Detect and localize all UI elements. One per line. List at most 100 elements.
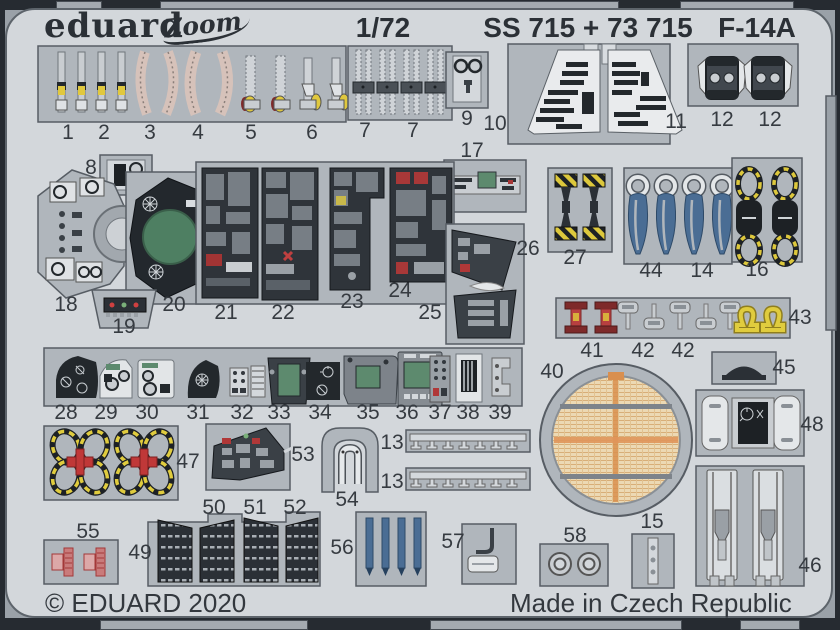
- fret-part-57: [461, 523, 517, 585]
- part-46-rail: [706, 469, 784, 587]
- part-number-label: 25: [418, 301, 442, 324]
- part-number-label: 43: [788, 306, 812, 329]
- part-38: [455, 353, 483, 403]
- part-33: [267, 357, 311, 405]
- part-27-strut: [554, 173, 606, 241]
- part-number-label: 26: [516, 237, 540, 260]
- part-28: [56, 356, 98, 398]
- fret-part-45: [711, 351, 777, 385]
- part-47-handle: [49, 428, 175, 496]
- part-1-2-belts: [55, 51, 128, 113]
- fret-part-27: [547, 167, 613, 253]
- part-number-label: 30: [135, 401, 159, 424]
- part-30: [137, 359, 175, 399]
- part-number-label: 42: [631, 339, 655, 362]
- part-number-label: 14: [690, 259, 714, 282]
- part-number-label: 20: [162, 293, 186, 316]
- part-5-6-belts: [241, 55, 350, 113]
- part-number-label: 18: [54, 293, 78, 316]
- part-23-panel: [329, 167, 385, 291]
- part-number-label: 57: [441, 530, 465, 553]
- part-number-label: 27: [563, 246, 587, 269]
- part-number-label: 23: [340, 290, 364, 313]
- part-29: [99, 359, 133, 399]
- part-52-panel: [243, 517, 279, 583]
- fret-part-58: [539, 543, 609, 587]
- part-number-label: 41: [580, 339, 604, 362]
- part-number-label: 13: [380, 470, 404, 493]
- part-number-label: 10: [483, 112, 507, 135]
- fret-part-46: [695, 465, 805, 587]
- fret-part-54: [321, 427, 379, 493]
- fret-part-19: [91, 289, 157, 329]
- part-number-label: 19: [112, 315, 136, 338]
- part-number-label: 54: [335, 488, 359, 511]
- scale-label: 1/72: [355, 12, 411, 43]
- fret-part-56: [355, 511, 427, 587]
- fret-parts-10-11: [507, 43, 683, 145]
- copyright-text: © EDUARD 2020: [45, 588, 247, 618]
- part-number-label: 7: [407, 119, 419, 142]
- part-number-label: 38: [456, 401, 480, 424]
- part-number-label: 51: [243, 496, 267, 519]
- part-number-label: 9: [461, 107, 473, 130]
- fret-part-17: [443, 159, 527, 213]
- fret-part-16: [731, 157, 803, 267]
- fret-parts-49-52: [147, 511, 321, 587]
- part-number-label: 40: [540, 360, 564, 383]
- fret-parts-13: [405, 429, 531, 491]
- brand-logo: eduard: [44, 6, 184, 46]
- part-number-label: 29: [94, 401, 118, 424]
- part-number-label: 44: [639, 259, 663, 282]
- origin-text: Made in Czech Republic: [510, 588, 792, 618]
- part-number-label: 11: [665, 110, 687, 133]
- part-37: [429, 355, 451, 403]
- sprue-rail: [825, 95, 837, 331]
- part-40-screen-disc: [539, 363, 693, 517]
- part-number-label: 24: [388, 279, 412, 302]
- fret-part-53: [205, 423, 297, 491]
- part-42-buckles: [617, 301, 741, 330]
- fret-parts-1-6: [37, 45, 350, 123]
- part-number-label: 15: [640, 510, 664, 533]
- product-code: SS 715 + 73 715: [483, 12, 693, 43]
- part-number-label: 21: [214, 301, 238, 324]
- part-number-label: 32: [230, 401, 254, 424]
- part-44-14-strap: [625, 173, 735, 255]
- fret-parts-21-24: [195, 161, 455, 305]
- sheet-edge-left: [0, 0, 5, 630]
- part-number-label: 33: [267, 401, 291, 424]
- fret-parts-25-26: [445, 223, 525, 345]
- part-number-label: 8: [85, 156, 97, 179]
- part-41-fitting: [564, 301, 618, 334]
- fret-parts-41-43: [555, 297, 791, 339]
- part-number-label: 45: [772, 356, 796, 379]
- part-number-label: 22: [271, 301, 295, 324]
- part-number-label: 37: [428, 401, 452, 424]
- part-11-straps: [612, 62, 666, 126]
- fret-parts-28-39: [43, 347, 523, 407]
- part-49-panel: [285, 517, 319, 583]
- part-number-label: 5: [245, 121, 257, 144]
- fret-parts-12: [687, 43, 799, 107]
- part-56-straps: [365, 517, 422, 576]
- part-number-label: 12: [758, 108, 782, 131]
- part-number-label: 13: [380, 431, 404, 454]
- fret-part-9: [445, 51, 489, 109]
- part-number-label: 6: [306, 121, 318, 144]
- part-number-label: 35: [356, 401, 380, 424]
- part-number-label: 12: [710, 108, 734, 131]
- part-number-label: 42: [671, 339, 695, 362]
- part-number-label: 58: [563, 524, 587, 547]
- part-24-panel: [389, 167, 453, 283]
- part-number-label: 28: [54, 401, 78, 424]
- part-number-label: 47: [176, 450, 200, 473]
- part-number-label: 16: [745, 258, 769, 281]
- part-number-label: 49: [128, 541, 152, 564]
- part-number-label: 55: [76, 520, 100, 543]
- part-35: [343, 355, 399, 405]
- part-number-label: 3: [144, 121, 156, 144]
- part-number-label: 36: [395, 401, 419, 424]
- part-31: [187, 360, 220, 398]
